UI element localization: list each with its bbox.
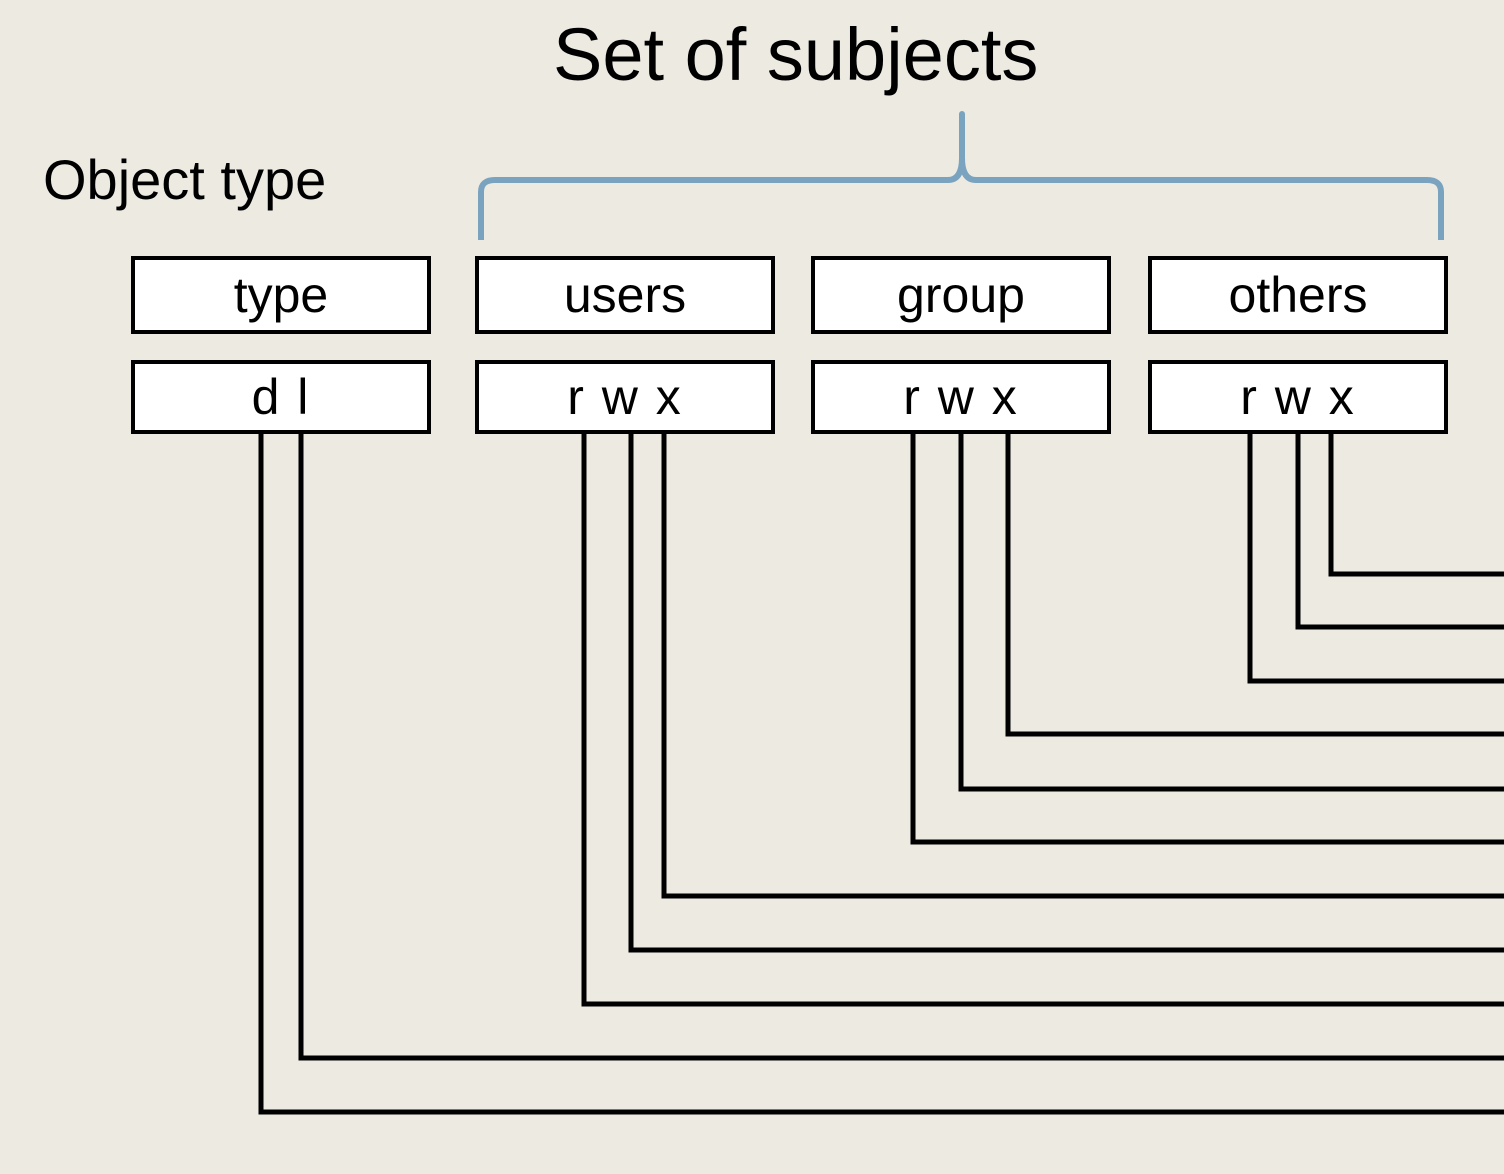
connector-type-l bbox=[298, 434, 1504, 1061]
connector-users-w bbox=[628, 434, 1504, 953]
connector-others-r bbox=[1247, 434, 1504, 684]
subjects-brace bbox=[478, 111, 1444, 240]
others-bits-box: r w x bbox=[1148, 360, 1448, 434]
users-bits-box: r w x bbox=[475, 360, 775, 434]
connector-users-x bbox=[661, 434, 1504, 899]
connector-group-r bbox=[910, 434, 1504, 845]
connector-group-w bbox=[958, 434, 1504, 792]
type-bits-box: d l bbox=[131, 360, 431, 434]
group-header-box: group bbox=[811, 256, 1111, 334]
group-bits-box: r w x bbox=[811, 360, 1111, 434]
connector-others-w bbox=[1295, 434, 1504, 630]
connector-users-r bbox=[581, 434, 1504, 1007]
connector-others-x bbox=[1328, 434, 1504, 577]
type-header-box: type bbox=[131, 256, 431, 334]
users-header-box: users bbox=[475, 256, 775, 334]
object-type-label: Object type bbox=[43, 148, 327, 211]
bit-connectors bbox=[258, 434, 1504, 1115]
connector-type-d bbox=[258, 434, 1504, 1115]
others-header-box: others bbox=[1148, 256, 1448, 334]
connector-group-x bbox=[1005, 434, 1504, 737]
set-of-subjects-title: Set of subjects bbox=[553, 13, 1039, 96]
